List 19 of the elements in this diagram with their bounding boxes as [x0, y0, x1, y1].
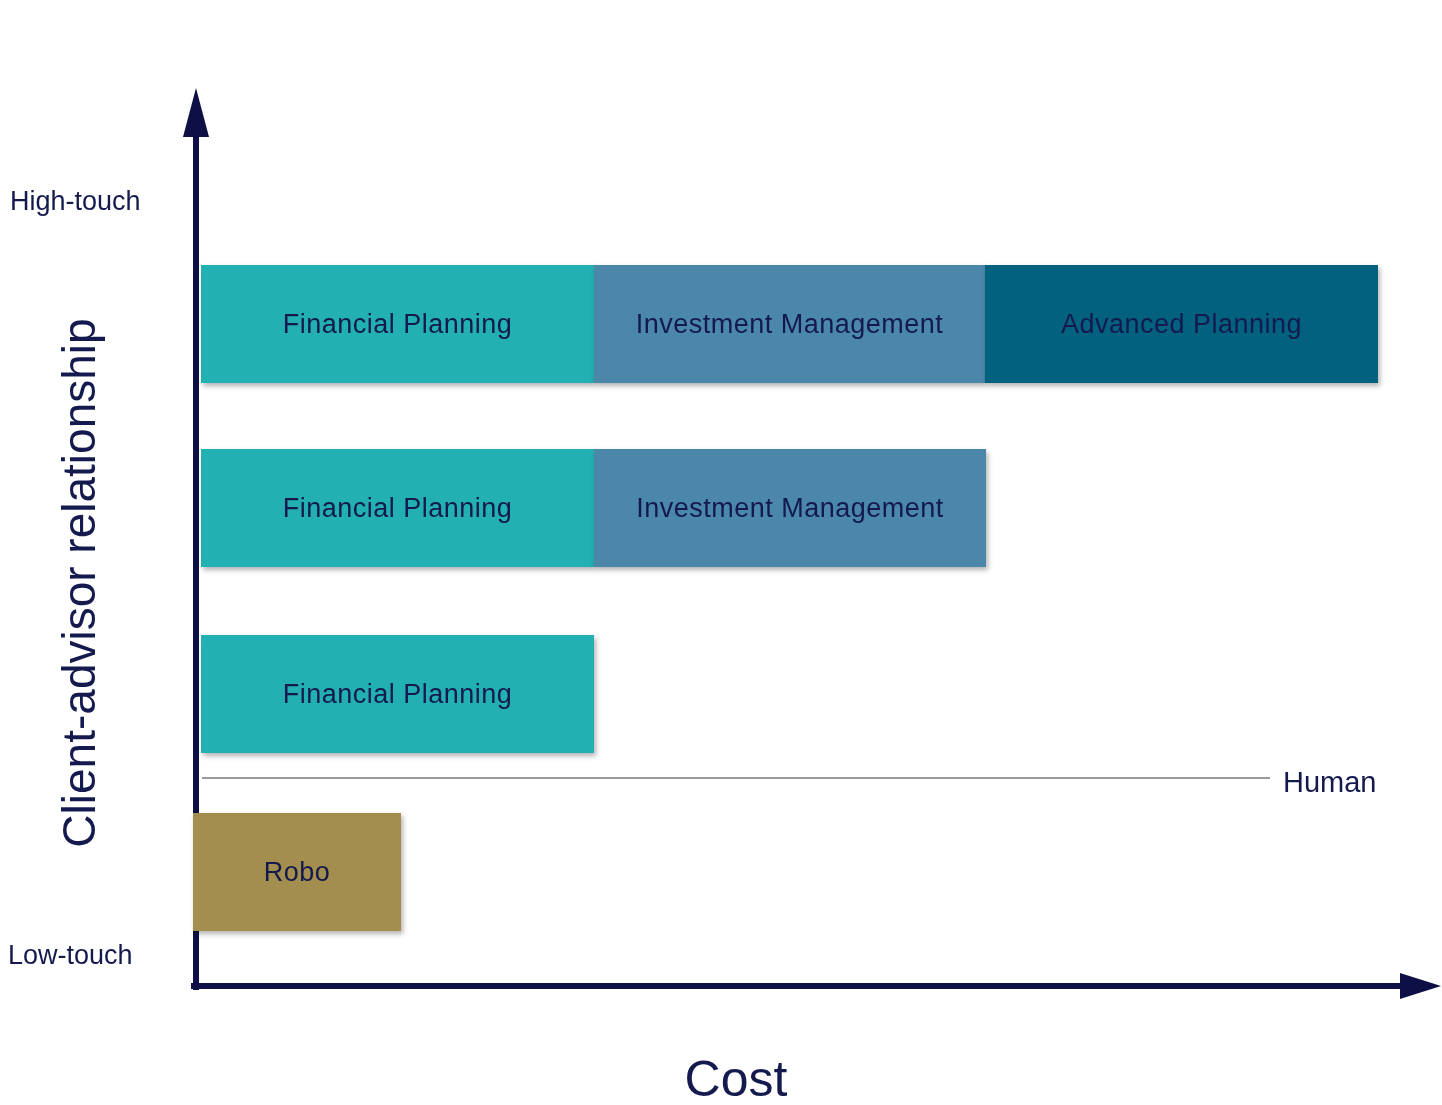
bar-segment	[201, 265, 594, 383]
bar-label: Investment Management	[635, 307, 944, 341]
divider-label: Human	[1283, 765, 1377, 800]
axis-label: Low-touch	[8, 939, 133, 972]
bar-label: Advanced Planning	[1060, 307, 1303, 341]
bar-label: Financial Planning	[282, 677, 513, 711]
bar-label: Financial Planning	[282, 307, 513, 341]
bar-segment	[201, 635, 594, 753]
axis-label: High-touch	[10, 185, 141, 218]
bar-segment	[594, 265, 985, 383]
bar-label: Investment Management	[636, 491, 944, 525]
bar-label: Robo	[263, 855, 331, 889]
axis-title: Client-advisor relationship	[52, 318, 107, 848]
bar-segment	[193, 813, 401, 931]
bar-segment	[201, 449, 594, 567]
bar-segment	[985, 265, 1378, 383]
axis-title: Cost	[684, 1050, 788, 1105]
bar-segment	[594, 449, 986, 567]
bar-label: Financial Planning	[282, 491, 513, 525]
